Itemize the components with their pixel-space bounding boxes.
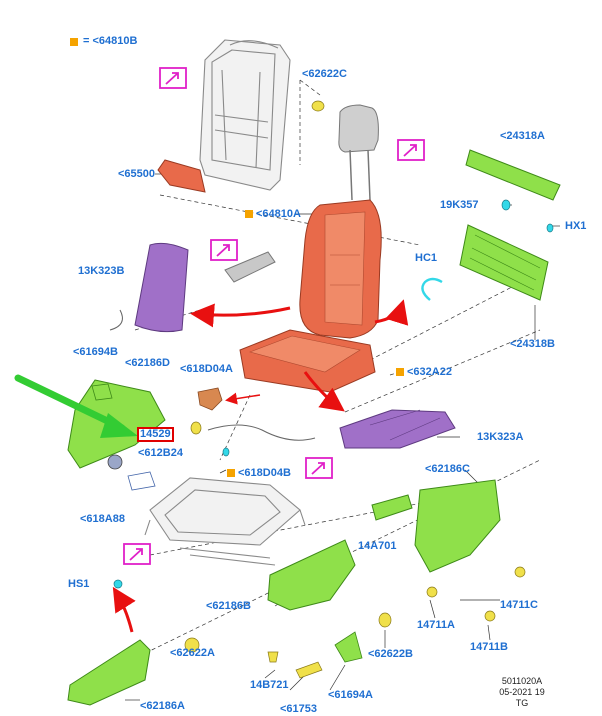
marker-632A22: [396, 368, 404, 376]
seat-base-frame: [144, 477, 306, 566]
footer-line-3: TG: [515, 698, 529, 708]
label-62186A[interactable]: <62186A: [140, 700, 185, 712]
label-62622A[interactable]: <62622A: [170, 647, 215, 659]
label-618D04A[interactable]: <618D04A: [180, 363, 233, 375]
label-61694A[interactable]: <61694A: [328, 689, 373, 701]
part-618D04A: [197, 387, 223, 411]
label-13K323B[interactable]: 13K323B: [78, 265, 125, 277]
label-14A701[interactable]: 14A701: [358, 540, 397, 552]
callout-icon-1[interactable]: [159, 67, 187, 89]
label-612B24[interactable]: <612B24: [138, 447, 183, 459]
label-61753[interactable]: <61753: [280, 703, 318, 715]
label-632A22[interactable]: <632A22: [407, 366, 452, 378]
footer-line-2: 05-2021 19: [499, 687, 545, 697]
callout-icon-5[interactable]: [123, 543, 151, 565]
callout-icon-2[interactable]: [397, 139, 425, 161]
callout-icon-4[interactable]: [305, 457, 333, 479]
label-14529-highlighted[interactable]: 14529: [137, 427, 174, 442]
part-65500: [157, 159, 206, 193]
lumbar-support: [459, 149, 561, 301]
label-14711B[interactable]: 14711B: [470, 641, 508, 653]
cyan-clips: [113, 199, 554, 589]
footer-block: 5011020A 05-2021 19 TG: [492, 676, 552, 709]
label-24318B[interactable]: <24318B: [510, 338, 555, 350]
label-62186D[interactable]: <62186D: [125, 357, 170, 369]
label-62186C[interactable]: <62186C: [425, 463, 470, 475]
footer-line-1: 5011020A: [501, 676, 543, 686]
seat-back-cover: [299, 199, 382, 339]
red-arrow-thin: [225, 392, 261, 405]
label-HX1[interactable]: HX1: [565, 220, 587, 232]
green-pointer-arrow: [14, 374, 138, 438]
label-14711C[interactable]: 14711C: [500, 599, 538, 611]
red-arrows: [112, 299, 409, 633]
motor-612B24: [107, 454, 156, 491]
label-14B721[interactable]: 14B721: [250, 679, 289, 691]
label-64810A[interactable]: <64810A: [256, 208, 301, 220]
label-61694B[interactable]: <61694B: [73, 346, 118, 358]
purple-panels: [134, 242, 456, 449]
callout-icon-3[interactable]: [210, 239, 238, 261]
grey-trim: [224, 251, 276, 283]
hook-hc1: [421, 277, 443, 301]
legend-text: = <64810B: [83, 35, 138, 47]
label-HC1[interactable]: HC1: [415, 252, 438, 264]
wiring-harness-2: [109, 309, 123, 331]
fasteners: [184, 100, 526, 679]
label-62622B[interactable]: <62622B: [368, 648, 413, 660]
headrest: [338, 104, 379, 201]
label-618D04B[interactable]: <618D04B: [238, 467, 291, 479]
label-HS1[interactable]: HS1: [68, 578, 90, 590]
marker-618D04B: [227, 469, 235, 477]
marker-64810A: [245, 210, 253, 218]
label-62622C[interactable]: <62622C: [302, 68, 347, 80]
label-618A88[interactable]: <618A88: [80, 513, 125, 525]
callout-icons[interactable]: [123, 67, 425, 565]
label-65500[interactable]: <65500: [118, 168, 156, 180]
legend-marker: [70, 38, 78, 46]
label-24318A[interactable]: <24318A: [500, 130, 545, 142]
label-62186B[interactable]: <62186B: [206, 600, 251, 612]
label-14711A[interactable]: 14711A: [417, 619, 455, 631]
label-13K323A[interactable]: 13K323A: [477, 431, 524, 443]
wiring-harness: [207, 424, 316, 441]
label-19K357[interactable]: 19K357: [440, 199, 479, 211]
seat-back-frame: [199, 39, 291, 191]
seat-cushion: [239, 329, 376, 393]
